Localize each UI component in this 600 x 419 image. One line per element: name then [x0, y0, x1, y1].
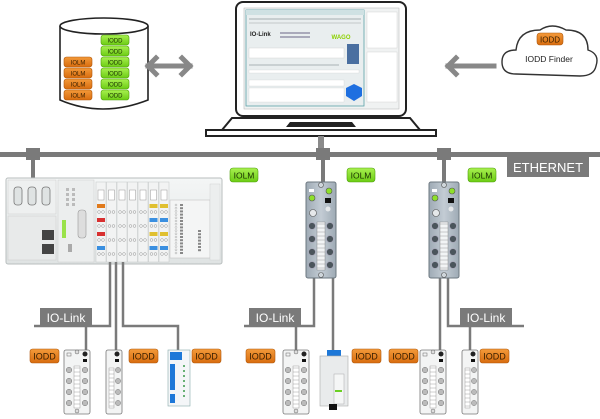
svg-text:IOLM: IOLM — [71, 94, 86, 100]
io-link-wires — [34, 262, 180, 350]
svg-text:IODD: IODD — [108, 72, 124, 78]
iolm-stack-item: IOLM — [63, 89, 93, 101]
io-terminal-module — [158, 181, 170, 263]
plc-controller[interactable] — [5, 177, 223, 265]
svg-text:IO-Link: IO-Link — [467, 311, 507, 325]
io-link-device-io-block-narrow[interactable] — [461, 349, 479, 415]
svg-text:IO-Link: IO-Link — [47, 311, 87, 325]
svg-text:IOLM: IOLM — [71, 83, 86, 89]
io-link-label: IO-Link — [40, 308, 92, 326]
iolm-stack: IOLM IOLM IOLM IOLM — [63, 56, 93, 101]
iolm-badge: IOLM — [346, 167, 376, 183]
iolm-stack-item: IOLM — [63, 78, 93, 90]
svg-text:IOLM: IOLM — [71, 72, 86, 78]
io-link-software-window[interactable]: IO-Link WAGO — [245, 9, 365, 107]
iodd-badge: IODD — [388, 348, 419, 364]
svg-text:IODD: IODD — [108, 50, 124, 56]
svg-text:IODD: IODD — [108, 61, 124, 67]
io-link-label: IO-Link — [460, 308, 512, 326]
io-link-logo: IO-Link — [250, 32, 271, 38]
svg-text:IODD: IODD — [540, 36, 560, 45]
svg-text:IOLM: IOLM — [351, 171, 372, 181]
iodd-badge: IODD — [128, 348, 159, 364]
iolm-stack-item: IOLM — [63, 67, 93, 79]
iodd-badge: IODD — [191, 348, 222, 364]
laptop: IO-Link WAGO — [205, 1, 437, 152]
io-link-device-io-block-wide[interactable] — [282, 349, 310, 415]
svg-text:IOLM: IOLM — [71, 61, 86, 67]
io-link-device-io-module-blue[interactable] — [167, 349, 191, 407]
iodd-stack-item: IODD — [100, 89, 130, 101]
iodd-stack-item: IODD — [100, 45, 130, 57]
svg-text:IODD: IODD — [108, 39, 124, 45]
io-link-master-field-1[interactable] — [305, 181, 337, 279]
io-link-device-io-block-wide[interactable] — [419, 349, 447, 415]
svg-text:IOLM: IOLM — [234, 171, 255, 181]
svg-text:IOLM: IOLM — [472, 171, 493, 181]
iodd-stack-item: IODD — [100, 56, 130, 68]
ethernet-label: ETHERNET — [513, 160, 583, 175]
iolm-badge: IOLM — [229, 167, 259, 183]
io-terminal-module — [116, 181, 128, 263]
left-arrow-icon — [444, 54, 497, 78]
io-terminal-module — [137, 181, 149, 263]
iodd-badge: IODD — [29, 348, 60, 364]
bidirectional-arrow-icon — [144, 54, 194, 78]
svg-text:IODD: IODD — [108, 94, 124, 100]
io-link-master-field-2[interactable] — [428, 181, 460, 279]
svg-text:IODD: IODD — [249, 352, 272, 362]
io-link-device-io-block-narrow[interactable] — [105, 349, 123, 415]
iodd-badge: IODD — [479, 348, 510, 364]
io-terminals — [95, 181, 170, 263]
svg-text:IO-Link: IO-Link — [256, 311, 296, 325]
svg-text:IODD: IODD — [195, 352, 218, 362]
io-terminal-module — [95, 181, 107, 263]
ethernet-bus: ETHERNET — [0, 148, 600, 182]
svg-text:IODD: IODD — [132, 352, 155, 362]
wago-logo: WAGO — [332, 35, 351, 41]
iodd-badge: IODD — [245, 348, 276, 364]
iodd-stack-item: IODD — [100, 78, 130, 90]
svg-text:IODD: IODD — [33, 352, 56, 362]
io-terminal-module — [127, 181, 138, 263]
cloud-iodd-badge: IODD — [536, 32, 564, 46]
iodd-stack: IODD IODD IODD IODD IODD IODD — [100, 34, 130, 101]
iolm-stack-item: IOLM — [63, 56, 93, 68]
svg-text:IODD: IODD — [392, 352, 415, 362]
iodd-stack-item: IODD — [100, 34, 130, 46]
io-link-device-sensor-module[interactable] — [319, 350, 349, 410]
io-terminal-module — [106, 181, 117, 263]
cloud-label: IODD Finder — [525, 54, 573, 64]
svg-text:IODD: IODD — [355, 352, 378, 362]
io-link-device-io-block-wide[interactable] — [63, 349, 91, 415]
iodd-finder-cloud[interactable]: IODD IODD Finder — [501, 25, 598, 77]
svg-text:IODD: IODD — [108, 83, 124, 89]
iodd-badge: IODD — [351, 348, 382, 364]
svg-text:IODD: IODD — [483, 352, 506, 362]
io-terminal-module — [148, 181, 159, 263]
iodd-stack-item: IODD — [100, 67, 130, 79]
io-link-label: IO-Link — [249, 308, 301, 326]
iolm-badge: IOLM — [467, 167, 497, 183]
